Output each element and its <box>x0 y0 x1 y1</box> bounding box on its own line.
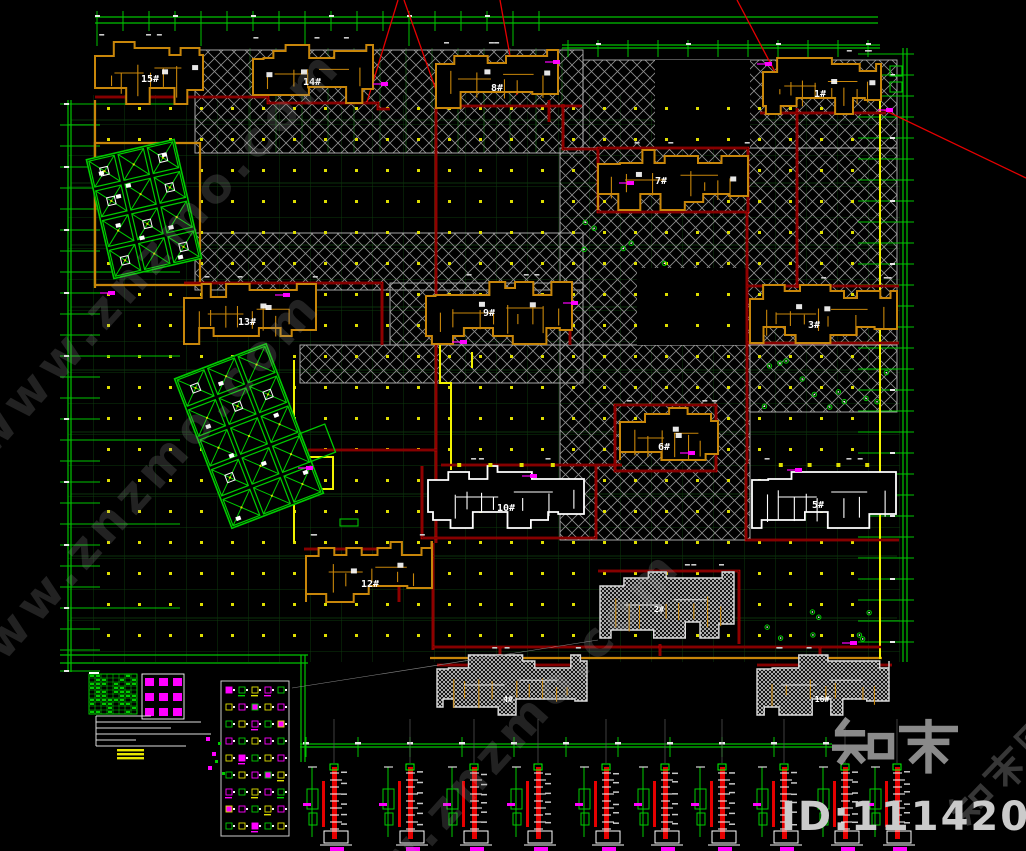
wall-section-strip <box>753 719 802 851</box>
wall-section-strip <box>303 719 352 851</box>
building-5-label: 5# <box>812 500 824 511</box>
stair-detail <box>95 715 225 775</box>
building-10-label: 10# <box>497 503 515 514</box>
building-16-label: 16# <box>815 695 830 704</box>
building-8-label: 8# <box>491 83 503 94</box>
building-13 <box>183 276 318 345</box>
wall-section-details <box>303 719 915 851</box>
building-5 <box>751 458 897 529</box>
green-building-b <box>173 342 337 530</box>
wall-section-strip <box>443 719 492 851</box>
wall-section-strip <box>507 719 556 851</box>
building-12 <box>305 534 433 603</box>
wall-section-strip <box>814 719 863 851</box>
green-building-a <box>85 138 203 280</box>
building-7 <box>597 142 750 211</box>
red-leader-line <box>883 109 1026 179</box>
building-10 <box>427 458 585 529</box>
schedule-table-green <box>88 672 138 715</box>
building-1 <box>762 50 882 115</box>
wall-section-strip <box>575 719 624 851</box>
building-13-label: 13# <box>238 317 256 328</box>
building-4 <box>436 647 588 716</box>
building-6 <box>619 400 719 461</box>
corner-watermark <box>948 713 1026 826</box>
wall-section-strip <box>634 719 683 851</box>
tree-symbols <box>581 219 890 642</box>
building-12-label: 12# <box>361 579 379 590</box>
building-7-label: 7# <box>655 176 667 187</box>
building-2 <box>599 564 735 639</box>
building-9 <box>425 274 573 345</box>
schedule-table-magenta <box>141 673 185 720</box>
building-2-label: 2# <box>654 605 664 614</box>
building-6-label: 6# <box>658 442 670 453</box>
leader-line <box>291 639 599 689</box>
building-3-label: 3# <box>808 320 820 331</box>
building-15 <box>94 34 204 105</box>
building-16 <box>756 647 890 716</box>
wall-section-strip <box>379 719 428 851</box>
red-leader-line <box>403 0 442 105</box>
magenta-markers <box>100 60 893 645</box>
building-15-label: 15# <box>141 74 159 85</box>
building-4-label: 4# <box>503 695 513 704</box>
building-14 <box>252 37 374 104</box>
building-1-label: 1# <box>814 89 826 100</box>
building-9-label: 9# <box>483 308 495 319</box>
column-detail-panel <box>220 680 290 837</box>
znzmo-brand-stamp <box>832 716 958 774</box>
building-3 <box>749 277 898 344</box>
wall-section-strip <box>691 719 740 851</box>
wall-section-strip <box>866 719 915 851</box>
building-8 <box>435 42 559 109</box>
resource-id-text: ID:1114203478 <box>781 794 1026 840</box>
building-14-label: 14# <box>303 77 321 88</box>
